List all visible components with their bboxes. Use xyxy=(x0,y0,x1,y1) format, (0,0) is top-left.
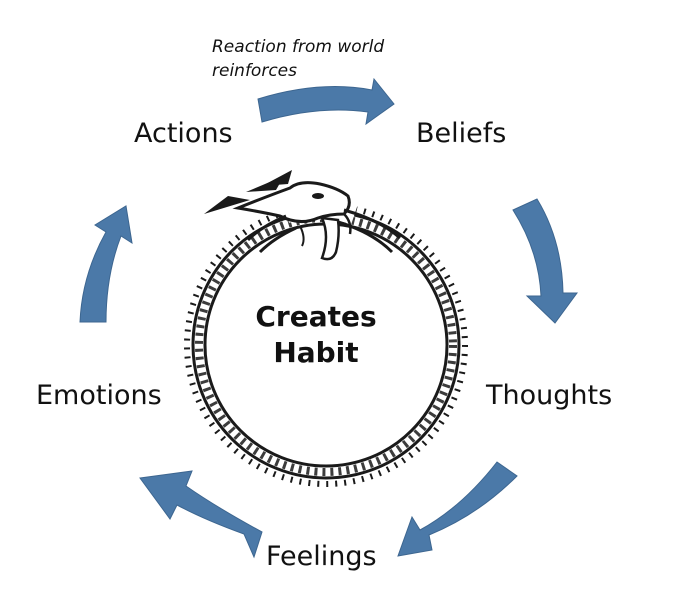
arrow-feelings-to-emotions-icon xyxy=(139,470,263,559)
center-label-line-2: Habit xyxy=(273,336,358,369)
note-line-1: Reaction from world xyxy=(212,37,384,57)
node-label-feelings: Feelings xyxy=(266,541,377,572)
note-line-2: reinforces xyxy=(212,61,297,81)
center-label-line-1: Creates xyxy=(255,300,376,333)
arrow-thoughts-to-feelings-icon xyxy=(397,461,518,557)
arrow-beliefs-to-thoughts-icon xyxy=(512,198,578,324)
node-label-actions: Actions xyxy=(134,118,233,149)
node-label-emotions: Emotions xyxy=(36,380,162,411)
arrow-emotions-to-actions-icon xyxy=(79,205,133,323)
node-label-thoughts: Thoughts xyxy=(485,380,612,411)
cycle-arrows xyxy=(79,77,578,559)
node-label-beliefs: Beliefs xyxy=(416,118,506,149)
ouroboros-serpent-icon xyxy=(184,170,468,487)
arrow-actions-to-beliefs-icon xyxy=(257,77,395,126)
